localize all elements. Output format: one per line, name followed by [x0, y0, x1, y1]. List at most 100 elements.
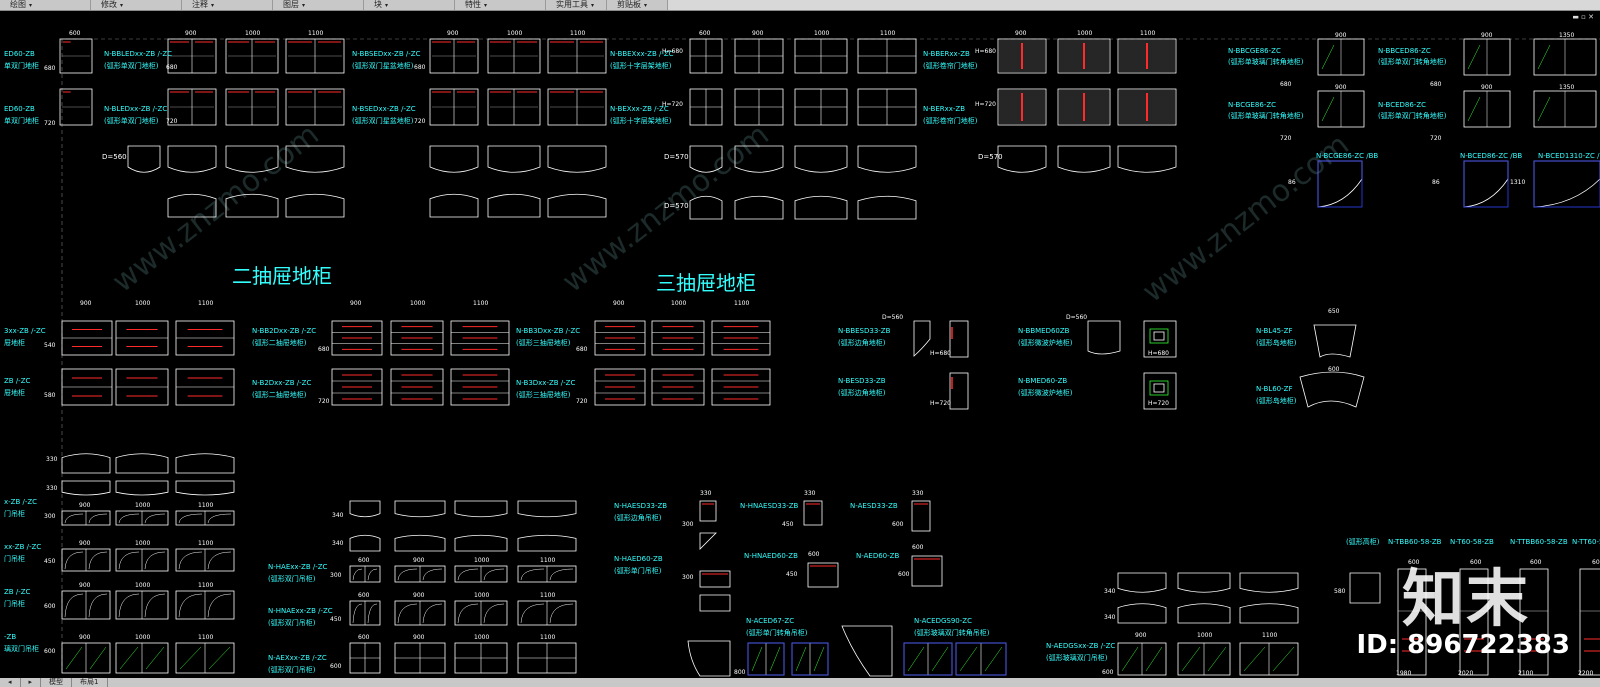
- group-desc-label: 屉地柜: [4, 338, 25, 347]
- hanging-cabinet-top: [175, 480, 235, 496]
- tall-cabinet-plan: [1349, 572, 1381, 604]
- glass-hatch: [1467, 44, 1481, 70]
- cabinet-front: [997, 38, 1047, 74]
- ribbon-panel-label: 绘图: [10, 0, 26, 9]
- chevron-down-icon: ▾: [120, 2, 124, 9]
- glass-hatch: [1537, 44, 1551, 70]
- width-label: 600: [69, 30, 81, 37]
- width-label: 1100: [540, 592, 555, 599]
- door-swing: [178, 593, 203, 618]
- hanging-cabinet-plan: [857, 195, 917, 220]
- dimension-label: 680: [318, 346, 330, 353]
- dimension-label: 450: [786, 571, 798, 578]
- group-desc-label: (弧形岛地柜): [1256, 396, 1297, 405]
- group-desc-label: (弧形单双门转角地柜): [1378, 57, 1447, 66]
- corner-hang-front: [911, 555, 943, 587]
- cabinet-front: [331, 320, 383, 356]
- glass-hatch: [89, 646, 107, 670]
- group-code-label: 3xx-ZB /-ZC: [4, 327, 46, 335]
- hanging-cabinet-plan: [349, 534, 381, 552]
- group-code-label: xx-ZB /-ZC: [4, 543, 41, 551]
- dimension-label: 86: [1288, 179, 1296, 186]
- dimension-label: 720: [166, 118, 178, 125]
- ribbon-panel-label: 实用工具: [556, 0, 588, 9]
- width-label: 1000: [135, 540, 150, 547]
- glass-hatch: [1321, 96, 1335, 122]
- dimension-label: 680: [1280, 81, 1292, 88]
- door-swing: [88, 513, 108, 524]
- group-desc-label: (弧形边角吊柜): [614, 513, 662, 522]
- dimension-label: H=720: [1148, 400, 1169, 407]
- tab-next-icon[interactable]: ▸: [21, 678, 42, 687]
- door-swing: [483, 603, 505, 624]
- group-code-label: N-TBB60-58-ZB: [1388, 538, 1442, 546]
- ribbon-panel-3[interactable]: 图层▾: [273, 0, 364, 10]
- tab-prev-icon[interactable]: ◂: [0, 678, 21, 687]
- glass-hatch: [751, 646, 763, 672]
- group-code-label: N-ACEDGS90-ZC: [914, 617, 972, 625]
- group-desc-label: (弧形十字层架地柜): [610, 61, 672, 70]
- dimension-label: 800: [734, 669, 746, 676]
- group-code-label: N-TTBB60-58-ZB: [1510, 538, 1568, 546]
- corner-hang-front: [911, 500, 931, 532]
- glass-hatch: [179, 646, 202, 670]
- ribbon-panel-2[interactable]: 注释▾: [182, 0, 273, 10]
- hanging-cabinet-plan: [225, 193, 279, 218]
- layout-tab-1[interactable]: 布局1: [72, 678, 108, 687]
- ribbon-panel-6[interactable]: 实用工具▾: [546, 0, 607, 10]
- group-code-label: N-BBCGE86-ZC: [1228, 47, 1281, 55]
- group-code-label: N-BERxx-ZB: [923, 105, 965, 113]
- group-desc-label: (弧形二抽屉地柜): [252, 338, 307, 347]
- group-code-label: N-HNAExx-ZB /-ZC: [268, 607, 333, 615]
- width-label: 1000: [135, 582, 150, 589]
- group-code-label: N-B3Dxx-ZB /-ZC: [516, 379, 575, 387]
- ribbon-panel-label: 块: [374, 0, 382, 9]
- cabinet-front: [594, 320, 646, 356]
- corner-footprint: [1533, 160, 1600, 208]
- ribbon-panel-7[interactable]: 剪贴板▾: [607, 0, 668, 10]
- width-label: 900: [1335, 84, 1347, 91]
- dimension-label: 300: [682, 574, 694, 581]
- depth-label: D=570: [978, 153, 1003, 161]
- glass-hatch: [1243, 646, 1266, 672]
- viewport-window-controls[interactable]: ▬ ▫ ✕: [1572, 13, 1594, 21]
- hanging-cabinet-top: [1239, 572, 1299, 593]
- width-label: 1000: [474, 592, 489, 599]
- group-code-label: N-BBERxx-ZB: [923, 50, 970, 58]
- hanging-cabinet-top: [349, 500, 381, 518]
- group-code-label: N-BEXxx-ZB /-ZC: [610, 105, 669, 113]
- dimension-label: 720: [1430, 135, 1442, 142]
- width-label: 600: [358, 592, 370, 599]
- group-code-label: N-BL45-ZF: [1256, 327, 1292, 335]
- width-label: 1100: [198, 540, 213, 547]
- dimension-label: 450: [330, 616, 342, 623]
- door-swing: [118, 593, 140, 618]
- width-label: 900: [79, 582, 91, 589]
- layout-tab-0[interactable]: 模型: [41, 678, 73, 687]
- dimension-label: 680: [166, 64, 178, 71]
- island-cabinet-plan: [1299, 371, 1365, 408]
- cabinet-plan: [1057, 145, 1111, 173]
- ribbon-panel-1[interactable]: 修改▾: [91, 0, 182, 10]
- glass-hatch: [907, 646, 925, 672]
- hanging-cabinet-plan: [1239, 603, 1299, 624]
- drawing-canvas[interactable]: www.znzmo.com www.znzmo.com www.znzmo.co…: [0, 11, 1600, 678]
- ribbon-panel-4[interactable]: 块▾: [364, 0, 455, 10]
- width-label: 900: [79, 540, 91, 547]
- group-desc-label: (弧形二抽屉地柜): [252, 390, 307, 399]
- ribbon-panel-5[interactable]: 特性▾: [455, 0, 546, 10]
- hanging-cabinet-plan: [517, 534, 577, 552]
- dimension-label: 680: [44, 65, 56, 72]
- ribbon-panel-0[interactable]: 绘图▾: [0, 0, 91, 10]
- dimension-label: H=680: [1148, 350, 1169, 357]
- island-cabinet-plan: [1313, 324, 1357, 358]
- microwave-cabinet-front: [1143, 372, 1177, 410]
- height-label: 2020: [1458, 670, 1473, 677]
- watermark-id: ID: 896722383: [1356, 630, 1570, 660]
- watermark-logo: 知末: [1401, 562, 1530, 635]
- dimension-label: 600: [44, 648, 56, 655]
- width-label: 900: [752, 30, 764, 37]
- door-swing: [178, 513, 203, 524]
- corner-hang-front: [699, 500, 717, 522]
- depth-label: D=570: [664, 153, 689, 161]
